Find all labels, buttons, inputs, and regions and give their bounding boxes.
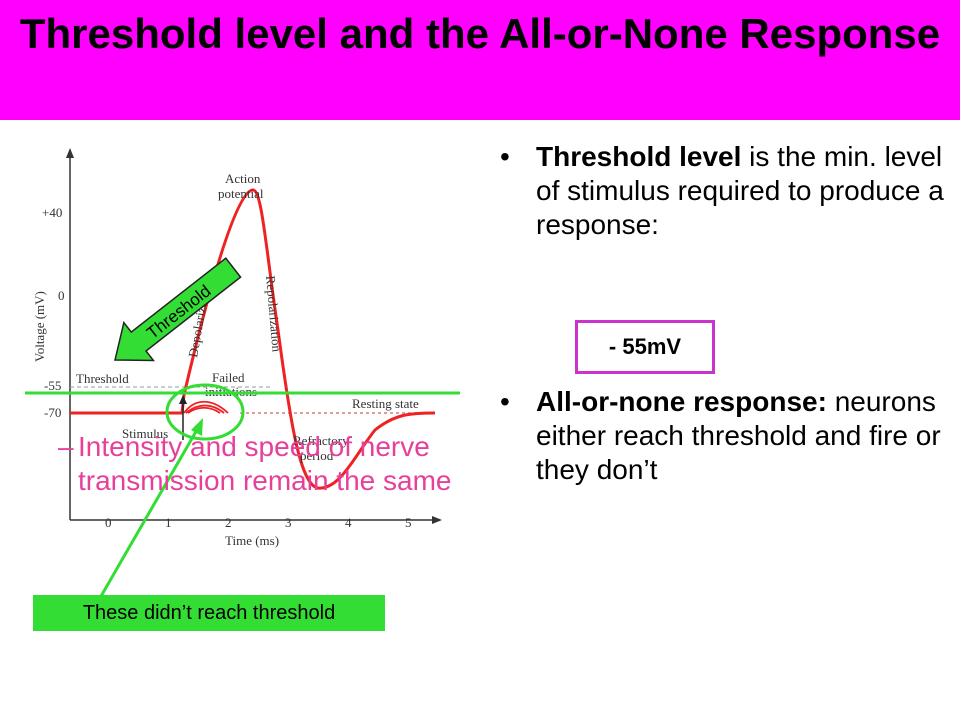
bullet-bold: All-or-none response: [536,386,827,417]
x-tick-3: 3 [285,515,292,530]
label-resting: Resting state [352,396,419,411]
x-tick-2: 2 [225,515,232,530]
note-callout: These didn’t reach threshold [33,595,385,631]
x-tick-4: 4 [345,515,352,530]
y-tick-55: -55 [44,378,61,393]
x-axis-label: Time (ms) [225,533,279,548]
label-action-1: Action [225,171,261,186]
stimulus-arrowhead [179,395,187,404]
slide-title: Threshold level and the All-or-None Resp… [19,10,941,57]
action-potential-curve [70,188,436,490]
label-action-2: potential [218,186,264,201]
action-potential-diagram: +40 0 -55 -70 Voltage (mV) 0 1 2 3 4 5 T… [25,148,460,599]
bullet-dot: • [500,141,510,172]
y-axis-label: Voltage (mV) [32,291,47,362]
green-pointer [98,427,200,599]
bullet-rest: is the min. level of stimulus required t… [536,141,944,240]
x-tick-1: 1 [165,515,172,530]
y-tick-70: -70 [44,405,61,420]
x-tick-0: 0 [105,515,112,530]
failed-initiation-3 [187,406,221,414]
title-bar [0,0,960,120]
bullet-dot: • [500,386,510,417]
y-tick-40: +40 [42,205,62,220]
bullet-bold: Threshold level [536,141,742,172]
label-threshold: Threshold [76,371,129,386]
failed-initiation-2 [185,404,225,414]
label-stimulus: Stimulus [122,426,168,441]
label-refractory-2: period [300,448,334,463]
y-axis-arrow [66,148,74,158]
sub-dash: – [58,431,74,462]
failed-initiation-1 [183,400,229,414]
green-circle [165,383,245,441]
threshold-value-box: - 55mV [575,320,715,374]
label-refractory-1: Refractory [293,433,349,448]
threshold-callout-arrow: Threshold [114,257,242,362]
sub-text: Intensity and speed of nerve transmissio… [78,431,452,496]
y-tick-0: 0 [58,288,65,303]
label-repolarization: Repolarization [263,275,285,353]
label-failed-1: Failed [212,370,245,385]
bullet-text: Threshold level is the min. level of sti… [536,140,956,242]
bullet-text: All-or-none response: neurons either rea… [536,385,956,487]
bullet-rest: neurons either reach threshold and fire … [536,386,941,485]
x-tick-5: 5 [405,515,412,530]
green-pointer-head [191,418,203,436]
x-axis-arrow [432,516,442,524]
